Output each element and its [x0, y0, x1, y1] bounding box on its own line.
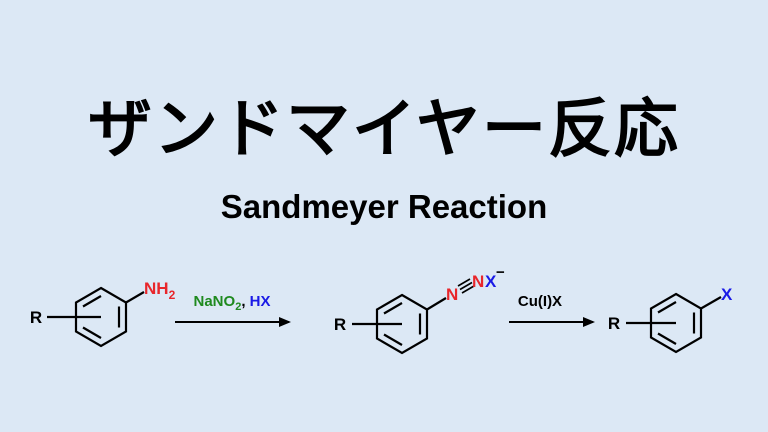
- halogen-label: X: [721, 285, 733, 304]
- diazo-n-atom: N: [446, 285, 458, 304]
- page-title-english: Sandmeyer Reaction: [220, 188, 548, 225]
- n-n-triple-bond: [457, 278, 475, 294]
- reagent-step2: Cu(I)X: [518, 293, 562, 310]
- c-n-bond: [426, 297, 447, 311]
- amino-group-label: NH2: [144, 279, 176, 302]
- counterion-label: X: [485, 272, 497, 291]
- c-x-bond: [700, 296, 722, 310]
- terminal-n-atom: N: [472, 272, 484, 291]
- r-group-label: R: [30, 308, 42, 327]
- r-group-label: R: [334, 315, 346, 334]
- charge-label: −: [496, 264, 505, 281]
- page-title-japanese: ザンドマイヤー反応: [87, 93, 681, 167]
- c-n-bond: [125, 291, 145, 304]
- r-group-label: R: [608, 314, 620, 333]
- diazonium-structure: [352, 293, 447, 355]
- aryl-halide-structure: [626, 292, 722, 354]
- reagent-step1: NaNO2, HX: [194, 293, 271, 313]
- aniline-structure: [47, 286, 145, 348]
